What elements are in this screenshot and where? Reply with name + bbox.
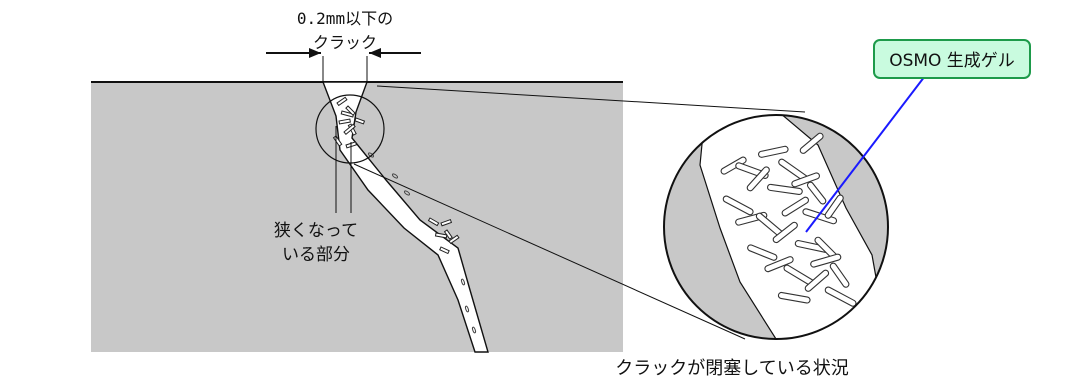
crack-width-left-arrowhead <box>309 48 321 58</box>
gel-callout-box <box>873 39 1031 79</box>
zoom-connector-bottom <box>353 163 746 340</box>
crack-particles <box>367 152 477 334</box>
crack-width-label-line1: 0.2mm以下の <box>297 9 393 28</box>
zoom-connector-top <box>376 85 806 113</box>
narrow-section-label-line1: 狭くなって <box>274 221 358 241</box>
zoom-detail <box>664 115 888 339</box>
narrow-section-label-line2: いる部分 <box>282 245 350 265</box>
detail-circle <box>315 94 385 164</box>
concrete-block <box>91 82 623 352</box>
zoom-circle-outline <box>663 114 889 340</box>
zoom-gel-fibers <box>720 132 857 307</box>
crack-width-label-line2: クラック <box>313 33 377 52</box>
gel-deposit-lower <box>427 217 460 255</box>
gel-callout-label: OSMO 生成ゲル <box>889 51 1015 71</box>
gel-callout-pointer <box>805 71 929 233</box>
diagram-caption: クラックが閉塞している状況 <box>615 358 848 379</box>
crack-width-right-arrowhead <box>369 48 381 58</box>
